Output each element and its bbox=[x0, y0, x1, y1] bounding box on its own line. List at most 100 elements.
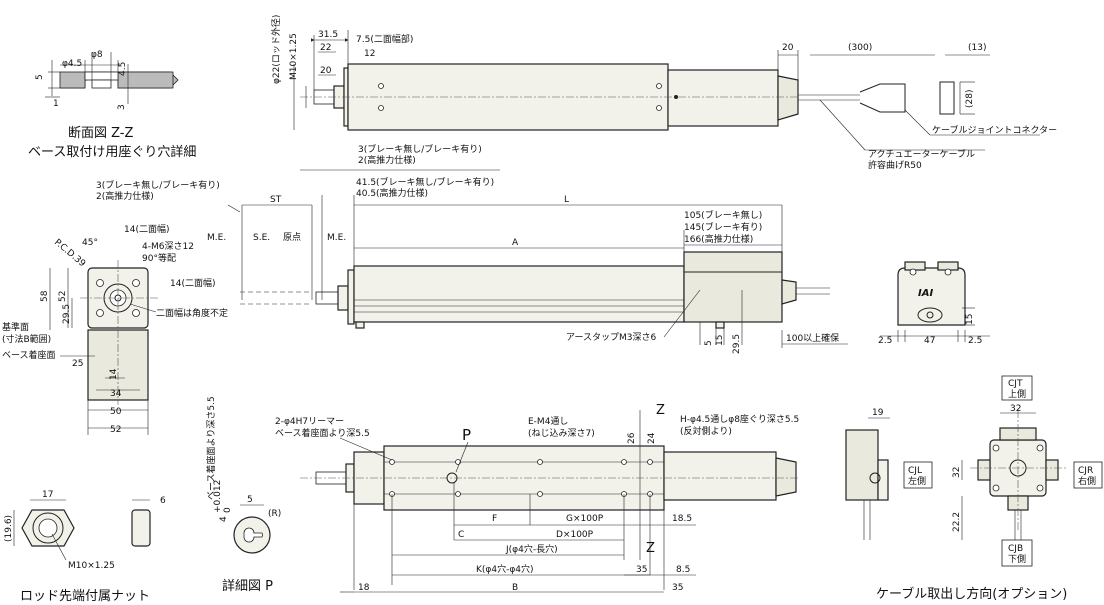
d105-label: 105(ブレーキ無し) bbox=[684, 209, 762, 221]
zz-phi45: φ4.5 bbox=[62, 59, 82, 69]
reamer-a: 2-φ4H7リーマー bbox=[275, 417, 344, 427]
a-label: A bbox=[512, 238, 519, 248]
base-label-a: 基準面 bbox=[2, 321, 29, 333]
section-zz-title: 断面図 Z-Z bbox=[68, 126, 134, 141]
cjr-a: CJR bbox=[1078, 466, 1093, 476]
detail-tol-sup: +0.012 bbox=[213, 480, 223, 513]
d52b-label: 52 bbox=[110, 425, 121, 435]
detail-p: 5 (R) 4 +0.012 0 ベース着座面より深さ5.5 詳細図 P bbox=[205, 396, 281, 594]
d405-label: 40.5(高推力仕様) bbox=[356, 187, 428, 199]
cable-label-b: 許容曲げR50 bbox=[868, 159, 922, 171]
cjb-a: CJB bbox=[1008, 544, 1023, 554]
back-d15: 15 bbox=[965, 314, 975, 325]
zz-d45: 4.5 bbox=[118, 62, 128, 76]
cjd-d222: 22.2 bbox=[952, 512, 962, 532]
cable-direction-view: 19 CJT 上側 32 CJL 左側 CJR 右側 32 22.2 CJB 下… bbox=[845, 375, 1103, 602]
zz-d5: 5 bbox=[35, 74, 45, 80]
detail-depth: ベース着座面より深さ5.5 bbox=[205, 396, 217, 500]
bot-j: J(φ4穴-長穴) bbox=[505, 543, 558, 555]
top-phi22: φ22(ロッド外径) bbox=[270, 15, 282, 84]
top-d75: 7.5(二面幅部) bbox=[356, 33, 413, 45]
bot-d18: 18 bbox=[358, 583, 370, 593]
top-d28: (28) bbox=[965, 90, 975, 108]
d14a-label: 14(二面幅) bbox=[124, 223, 169, 235]
reamer-b: ベース着座面より深5.5 bbox=[275, 427, 370, 439]
detail-r: (R) bbox=[268, 509, 281, 519]
d25-label: 25 bbox=[72, 359, 83, 369]
origin-label: 原点 bbox=[283, 232, 301, 243]
d145-label: 145(ブレーキ有り) bbox=[684, 221, 762, 233]
cable-dir-title: ケーブル取出し方向(オプション) bbox=[876, 586, 1067, 602]
d52-label: 52 bbox=[58, 291, 68, 302]
nut-title: ロッド先端付属ナット bbox=[20, 589, 150, 604]
detail-tol: 4 bbox=[219, 516, 229, 522]
bot-d185: 18.5 bbox=[672, 514, 692, 524]
d58-label: 58 bbox=[40, 290, 50, 302]
front-d15: 15 bbox=[715, 335, 725, 346]
d415-label: 41.5(ブレーキ無し/ブレーキ有り) bbox=[356, 176, 494, 188]
earth-tap-label: アースタップM3深さ6 bbox=[566, 332, 657, 343]
me1-label: M.E. bbox=[207, 233, 226, 243]
iai-logo: IAI bbox=[918, 288, 933, 299]
front-d295: 29.5 bbox=[732, 334, 742, 354]
cjr-b: 右側 bbox=[1078, 475, 1096, 487]
nut-d17: 17 bbox=[42, 490, 53, 500]
section-zz-view: φ4.5 φ8 5 4.5 1 3 断面図 Z-Z ベース取付け用座ぐり穴詳細 bbox=[28, 50, 196, 160]
front-view: 3(ブレーキ無し/ブレーキ有り) 2(高推力仕様) 3(ブレーキ無し/ブレーキ有… bbox=[96, 143, 848, 354]
base-label-c: ベース着座面 bbox=[2, 349, 56, 361]
cjd-d32b: 32 bbox=[952, 467, 962, 478]
front-d5: 5 bbox=[704, 340, 714, 346]
zz-phi8: φ8 bbox=[91, 50, 103, 60]
detail-d5: 5 bbox=[247, 495, 253, 505]
d34-label: 34 bbox=[110, 389, 122, 399]
nut-d6: 6 bbox=[160, 496, 166, 506]
cjd-d19: 19 bbox=[872, 408, 884, 418]
se-label: S.E. bbox=[253, 233, 270, 243]
cable-len-label: 100以上確保 bbox=[786, 332, 839, 344]
p-marker: P bbox=[462, 426, 471, 444]
nut-d196: (19.6) bbox=[4, 515, 14, 542]
d14b-label: 14(二面幅) bbox=[170, 277, 215, 289]
cjt-b: 上側 bbox=[1008, 388, 1026, 400]
zz-d3: 3 bbox=[117, 104, 127, 110]
top-d22: 22 bbox=[320, 43, 331, 53]
detail-tol-sub: 0 bbox=[223, 507, 233, 513]
twoface-label: 二面幅は角度不定 bbox=[156, 307, 228, 319]
back-d47: 47 bbox=[924, 336, 935, 346]
brake-b2: 2(高推力仕様) bbox=[358, 154, 416, 166]
l-label: L bbox=[564, 195, 569, 205]
bot-d26: 26 bbox=[627, 432, 637, 444]
cable-label-a: アクチュエーターケーブル bbox=[868, 148, 975, 160]
d295-label: 29.5 bbox=[62, 304, 72, 324]
cjb-b: 下側 bbox=[1008, 553, 1026, 565]
d14-label: 14 bbox=[109, 368, 119, 380]
back-d25b: 2.5 bbox=[968, 336, 982, 346]
d166-label: 166(高推力仕様) bbox=[684, 233, 753, 245]
bot-b: B bbox=[512, 583, 518, 593]
cjl-b: 左側 bbox=[908, 475, 926, 487]
hole-b: (反対側より) bbox=[680, 425, 732, 437]
top-d13: (13) bbox=[968, 43, 986, 53]
rod-nut: 17 6 (19.6) M10×1.25 ロッド先端付属ナット bbox=[4, 490, 166, 604]
bot-g: G×100P bbox=[566, 514, 604, 524]
z-marker-bottom: Z bbox=[646, 541, 655, 556]
top-d20: 20 bbox=[320, 66, 332, 76]
top-m10: M10×1.25 bbox=[289, 33, 299, 80]
bot-d24: 24 bbox=[647, 432, 657, 444]
cjl-a: CJL bbox=[908, 466, 922, 476]
bot-d85: 8.5 bbox=[676, 565, 690, 575]
m6-label: 4-M6深さ12 bbox=[142, 241, 194, 252]
nut-m10: M10×1.25 bbox=[68, 561, 115, 571]
cjt-a: CJT bbox=[1008, 379, 1023, 389]
bot-d35a: 35 bbox=[636, 565, 647, 575]
em4-b: (ねじ込み深さ7) bbox=[528, 428, 595, 439]
bottom-view: 2-φ4H7リーマー ベース着座面より深5.5 P E-M4通し (ねじ込み深さ… bbox=[275, 403, 800, 593]
ang45-label: 45° bbox=[82, 238, 98, 248]
end-view: P.C.D.39 45° 14(二面幅) 4-M6深さ12 90°等配 14(二… bbox=[2, 223, 228, 435]
brake-a2: 2(高推力仕様) bbox=[96, 190, 154, 202]
top-d300: (300) bbox=[848, 43, 872, 53]
back-view: IAI 15 2.5 47 2.5 bbox=[878, 261, 990, 346]
base-label-b: (寸法B範囲) bbox=[2, 333, 51, 345]
st-label: ST bbox=[270, 195, 282, 205]
